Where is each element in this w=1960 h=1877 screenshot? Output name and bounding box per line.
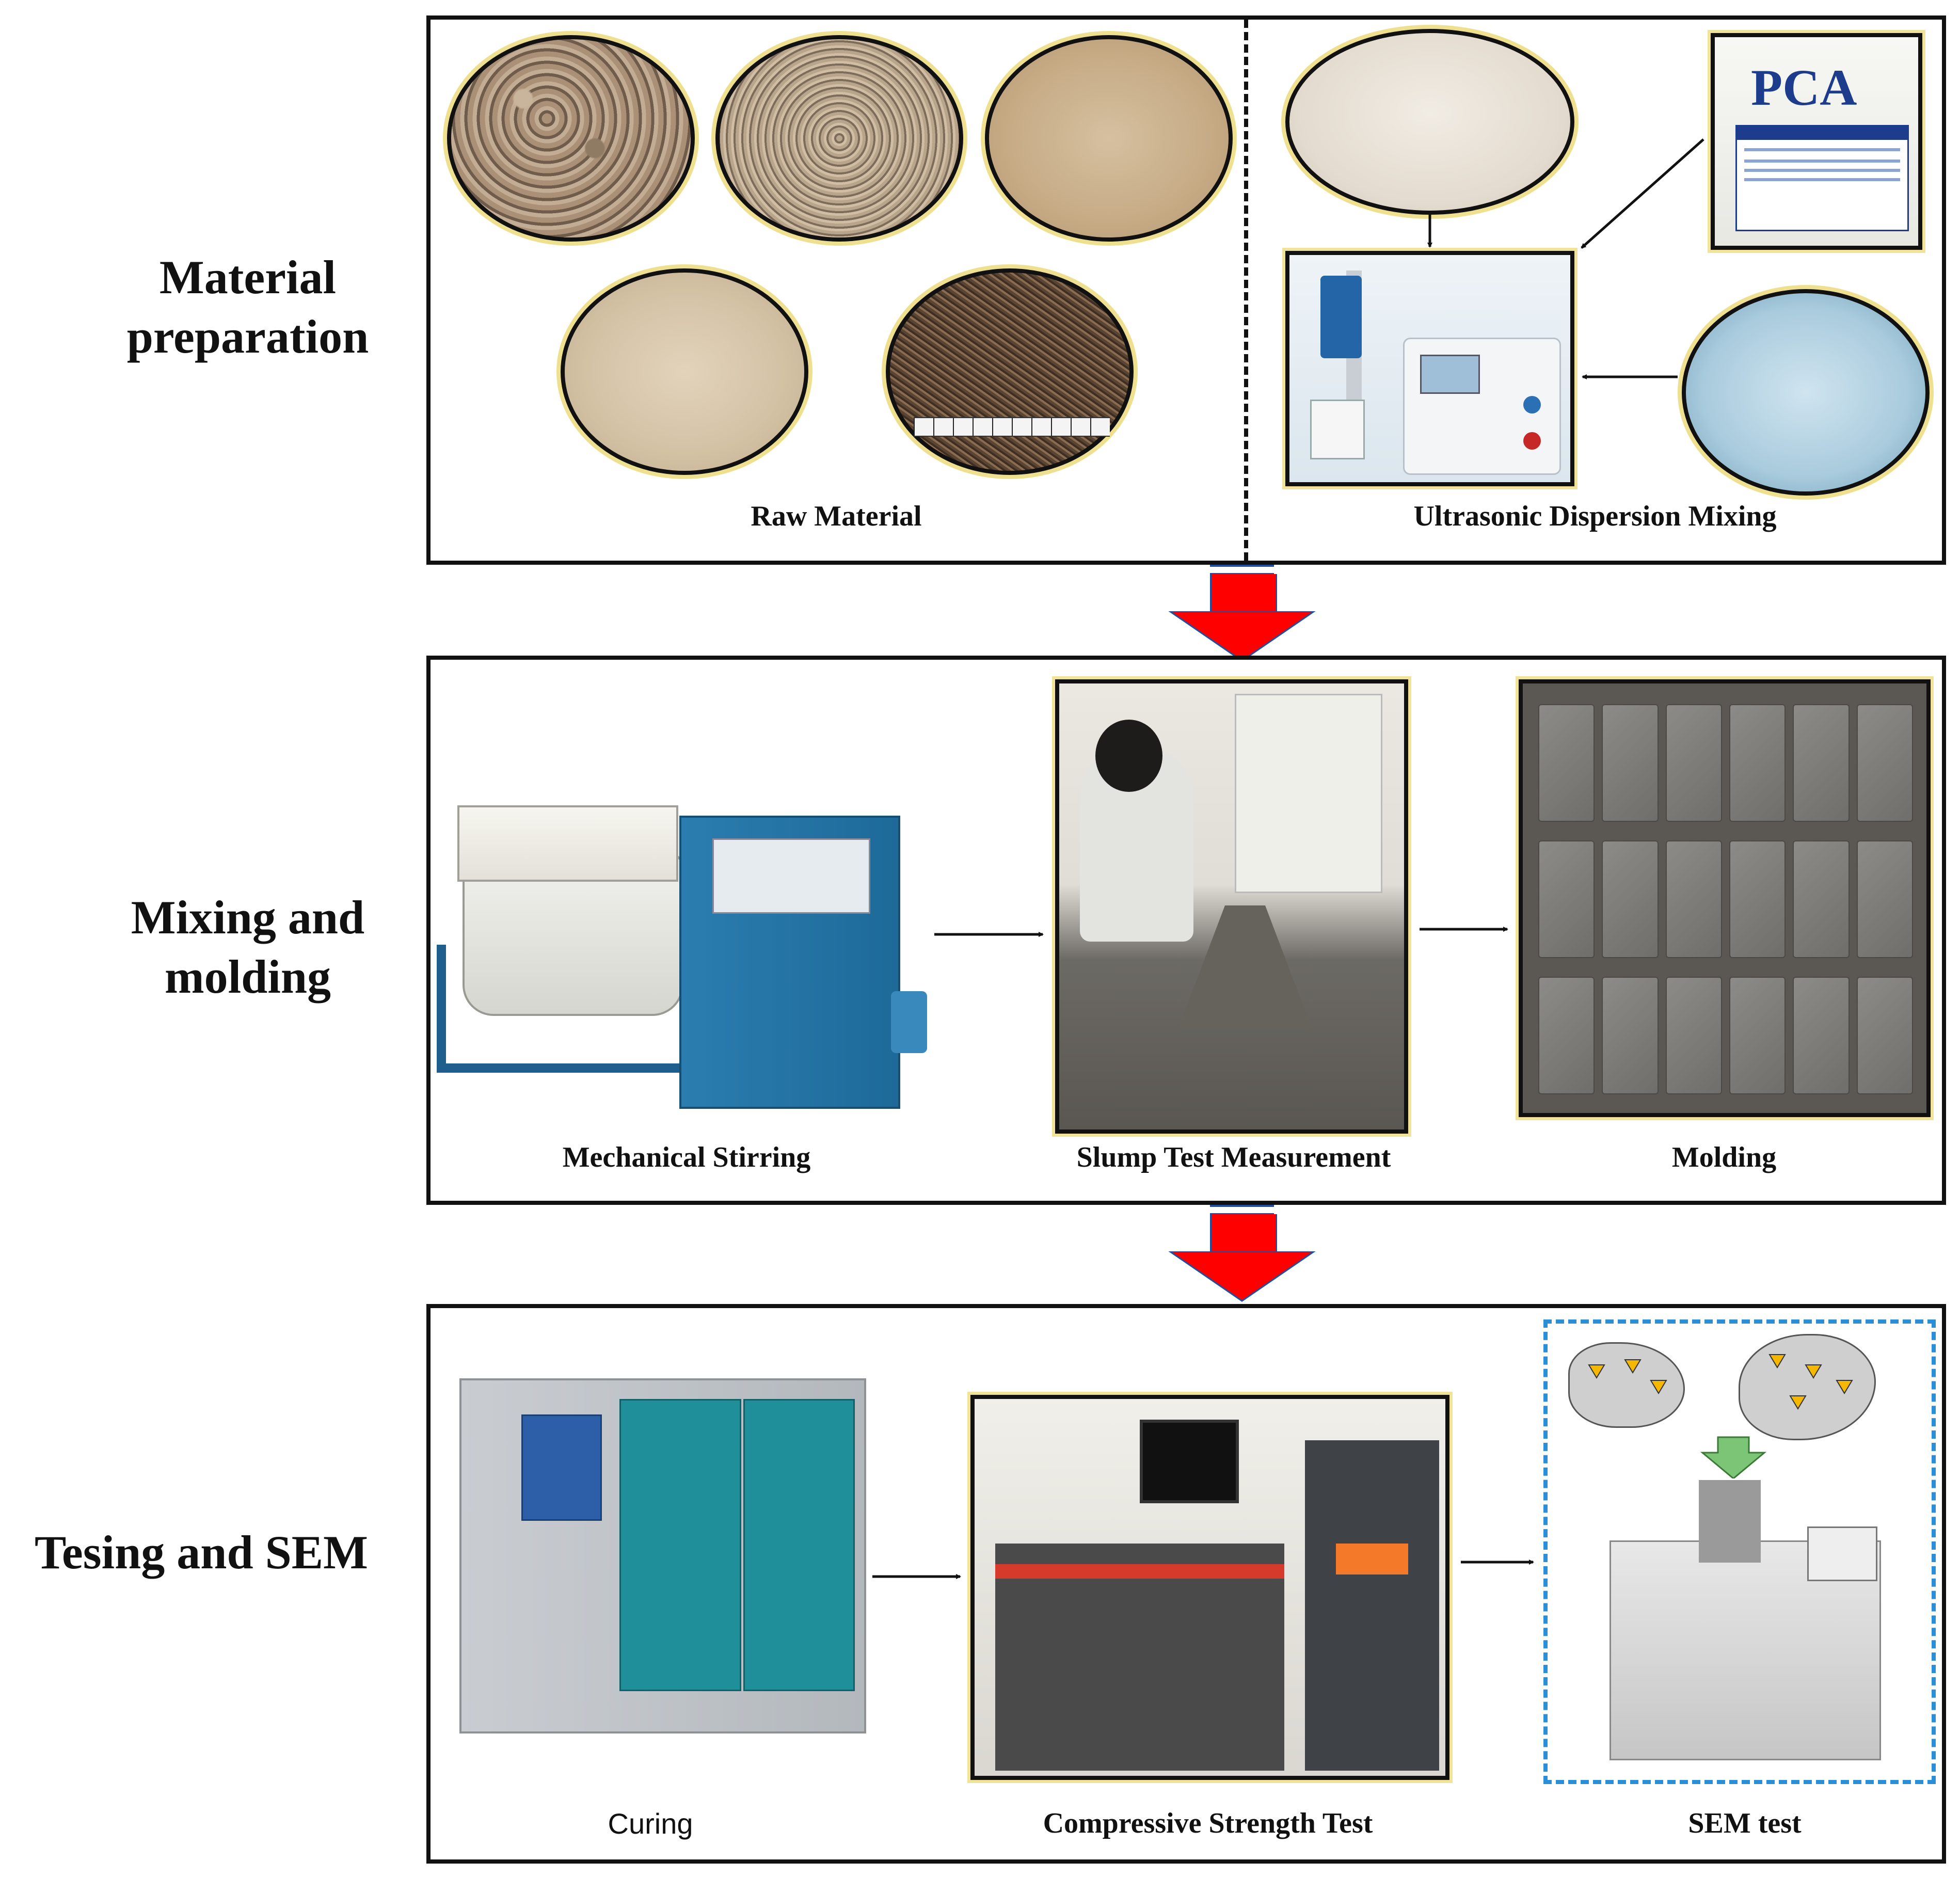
concrete-specimen [1793, 704, 1850, 822]
concrete-specimen [1602, 840, 1659, 958]
ultrasonic-controller [1403, 338, 1561, 475]
concrete-specimen [1729, 840, 1786, 958]
ultrasonic-transducer [1320, 276, 1362, 358]
flow-arrow-1 [1165, 565, 1319, 663]
sand-sample [985, 35, 1233, 242]
concrete-specimen [1856, 977, 1913, 1094]
crack-particle-sketch-left [1568, 1342, 1685, 1428]
concrete-specimen [1665, 977, 1722, 1094]
press-frame [1305, 1440, 1439, 1771]
stage-title-testing: Tesing and SEM [5, 1523, 397, 1582]
mixer-motor [891, 991, 927, 1053]
concrete-slump-cone [1178, 905, 1312, 1029]
concrete-specimen [1602, 704, 1659, 822]
concrete-specimen [1729, 704, 1786, 822]
concrete-specimen [1856, 840, 1913, 958]
water-beaker-sample [1682, 289, 1930, 496]
molding-photo [1519, 679, 1931, 1117]
cement-powder-sample [1285, 29, 1574, 215]
flow-arrow-2 [1165, 1205, 1319, 1303]
operator-head [1095, 720, 1162, 792]
concrete-specimen [1793, 977, 1850, 1094]
caption-slump: Slump Test Measurement [1076, 1141, 1391, 1173]
ultrasonic-mixer-photo [1285, 251, 1574, 486]
pca-sticker [1735, 125, 1909, 231]
stage-title-material: Material preparation [67, 248, 428, 367]
pca-container-photo: PCA [1711, 33, 1922, 250]
caption-raw-material: Raw Material [751, 500, 922, 532]
mixer-cabinet [679, 816, 900, 1109]
cabinet-background [1235, 694, 1382, 893]
concrete-specimen [1665, 704, 1722, 822]
mixer-lid [457, 805, 678, 882]
pca-label: PCA [1751, 59, 1857, 116]
sem-dashed-box [1543, 1319, 1936, 1784]
slump-test-photo [1055, 679, 1408, 1134]
concrete-specimen [1538, 840, 1595, 958]
fiber-sample [886, 268, 1134, 475]
concrete-specimen [1793, 840, 1850, 958]
fine-powder-sample [561, 268, 808, 475]
curing-control-panel [521, 1414, 602, 1521]
concrete-specimen [1665, 840, 1722, 958]
sem-sketch-overlay [1588, 1354, 1853, 1478]
compressive-test-photo [970, 1395, 1449, 1780]
concrete-specimen [1538, 977, 1595, 1094]
stage-title-material-line2: preparation [126, 310, 369, 363]
caption-mechanical: Mechanical Stirring [562, 1141, 811, 1173]
stage-title-material-line1: Material [159, 251, 337, 304]
fine-gravel-sample [715, 35, 963, 242]
curing-door-left [619, 1399, 741, 1691]
caption-curing: Curing [608, 1807, 693, 1840]
monitor [1140, 1420, 1239, 1503]
sem-instrument [1610, 1480, 1881, 1760]
mechanical-mixer-photo [437, 774, 932, 1125]
curing-cabinet-photo [449, 1368, 872, 1760]
panel-divider [1244, 20, 1248, 561]
measuring-ruler [914, 417, 1110, 437]
concrete-specimen [1538, 704, 1595, 822]
beaker-small [1310, 400, 1365, 459]
concrete-specimen [1602, 977, 1659, 1094]
curing-door-right [743, 1399, 855, 1691]
stage-title-mixing: Mixing and molding [67, 888, 428, 1007]
crack-particle-sketch-right [1739, 1334, 1876, 1440]
concrete-specimen [1856, 704, 1913, 822]
stage-title-mixing-line1: Mixing and [131, 891, 365, 944]
stage-title-testing-line1: Tesing and SEM [35, 1526, 368, 1579]
caption-compressive: Compressive Strength Test [1043, 1807, 1373, 1839]
caption-ultrasonic: Ultrasonic Dispersion Mixing [1413, 500, 1777, 532]
coarse-gravel-sample [447, 35, 695, 242]
caption-sem: SEM test [1688, 1807, 1802, 1839]
caption-molding: Molding [1671, 1141, 1777, 1173]
control-console [995, 1544, 1284, 1771]
stage-title-mixing-line2: molding [164, 950, 331, 1003]
concrete-specimen [1729, 977, 1786, 1094]
